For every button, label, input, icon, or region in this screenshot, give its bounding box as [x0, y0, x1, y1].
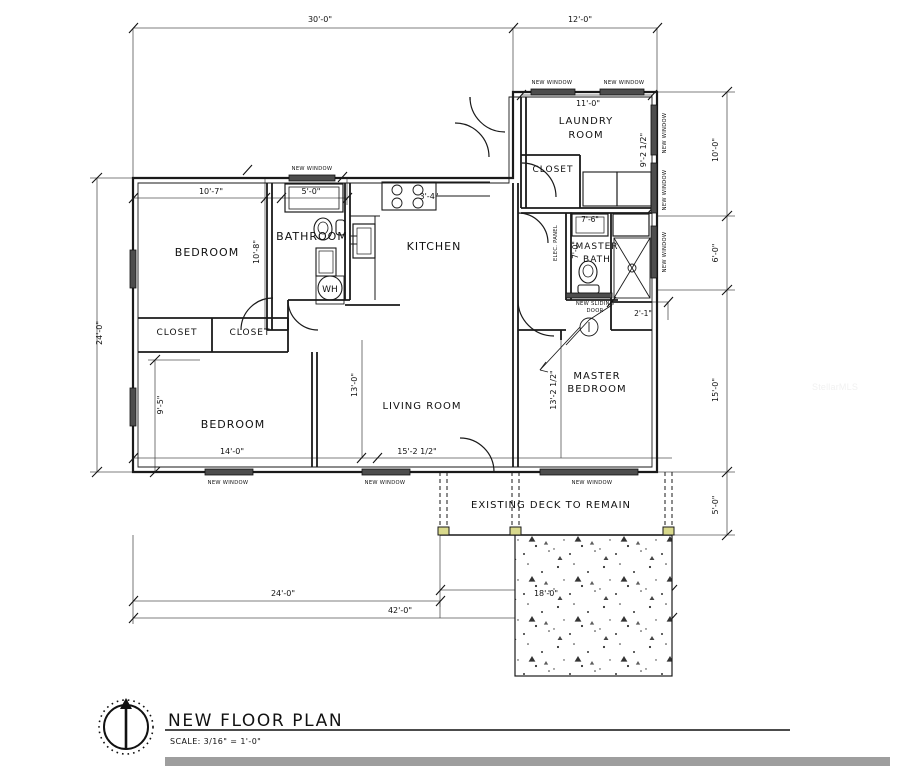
dim-13-2-half: 13'-2 1/2"	[549, 370, 558, 409]
dim-overall-top-left: 30'-0"	[308, 15, 332, 24]
annotation-win-bot-1: NEW WINDOW	[208, 480, 249, 486]
annotation-win-bot-2: NEW WINDOW	[365, 480, 406, 486]
interior-walls	[138, 97, 652, 467]
dim-13-0: 13'-0"	[350, 373, 359, 397]
dim-10-8: 10'-8"	[252, 240, 261, 264]
dim-2-1: 2'-1"	[634, 309, 652, 318]
dim-10-7: 10'-7"	[199, 187, 223, 196]
exterior-walls	[131, 90, 659, 474]
dim-15-2-half: 15'-2 1/2"	[397, 447, 436, 456]
dim-bottom-42: 42'-0"	[388, 606, 412, 615]
dim-7-6: 7'-6"	[581, 215, 599, 224]
annotation-win-bot-3: NEW WINDOW	[572, 480, 613, 486]
room-label-master-bedroom: MASTER	[573, 371, 620, 382]
dim-5-0-bath: 5'-0"	[302, 187, 321, 196]
annotation-win-laundry-2: NEW WINDOW	[604, 80, 645, 86]
annotation-sliding-door-1: NEW SLIDING	[576, 301, 614, 307]
room-label-living-room: LIVING ROOM	[382, 401, 461, 412]
dim-right-10: 10'-0"	[711, 138, 720, 162]
concrete-pad	[514, 534, 673, 677]
annotation-win-right-2: NEW WINDOW	[662, 170, 668, 211]
dimension-ticks	[91, 22, 733, 624]
annotation-win-top-bath: NEW WINDOW	[292, 166, 333, 172]
plumbing-fixtures	[284, 171, 652, 373]
dim-9-2-half: 9'-2 1/2"	[639, 133, 648, 167]
dim-3-4: 3'-4"	[420, 192, 439, 201]
existing-deck	[437, 472, 675, 536]
room-label-bedroom-lower: BEDROOM	[201, 418, 265, 431]
scale-note: SCALE: 3/16" = 1'-0"	[170, 737, 261, 746]
room-label-master-bath-2: BATH	[583, 255, 611, 265]
room-label-laundry-2: ROOM	[568, 130, 603, 141]
annotation-water-heater: WH	[322, 285, 338, 295]
room-label-master-bedroom-2: BEDROOM	[567, 384, 626, 395]
watermark: StellarMLS	[812, 382, 859, 392]
dim-right-6: 6'-0"	[711, 244, 720, 263]
door-swings	[240, 96, 557, 473]
dim-bottom-24: 24'-0"	[271, 589, 295, 598]
annotation-win-right-1: NEW WINDOW	[662, 113, 668, 154]
title-block	[98, 698, 890, 766]
room-label-master-bath: MASTER	[575, 242, 618, 252]
page-title: NEW FLOOR PLAN	[168, 711, 343, 731]
room-label-bedroom-upper: BEDROOM	[175, 246, 239, 259]
annotation-win-right-3: NEW WINDOW	[662, 232, 668, 273]
room-label-laundry: LAUNDRY	[559, 116, 614, 127]
dim-7-0: 7'-0"	[571, 241, 580, 259]
dim-right-5: 5'-0"	[711, 496, 720, 515]
dim-18-0: 18'-0"	[534, 589, 558, 598]
room-label-closet-right: CLOSET	[230, 328, 271, 338]
annotation-win-laundry-1: NEW WINDOW	[532, 80, 573, 86]
dim-14-0: 14'-0"	[220, 447, 244, 456]
annotation-elec-panel: ELEC. PANEL	[553, 225, 559, 261]
room-label-bathroom: BATHROOM	[276, 230, 348, 243]
room-label-closet-left: CLOSET	[157, 328, 198, 338]
dim-11-0: 11'-0"	[576, 99, 600, 108]
windows	[129, 88, 658, 476]
annotation-sliding-door-2: DOOR	[587, 308, 604, 314]
deck-note-label: EXISTING DECK TO REMAIN	[471, 500, 631, 511]
dim-right-15: 15'-0"	[711, 378, 720, 402]
dim-overall-top-right: 12'-0"	[568, 15, 592, 24]
dim-left-overall-24: 24'-0"	[95, 321, 104, 345]
room-label-closet-laundry: CLOSET	[533, 165, 574, 175]
dim-left-9-5: 9'-5"	[156, 396, 165, 415]
room-label-kitchen: KITCHEN	[407, 240, 462, 253]
